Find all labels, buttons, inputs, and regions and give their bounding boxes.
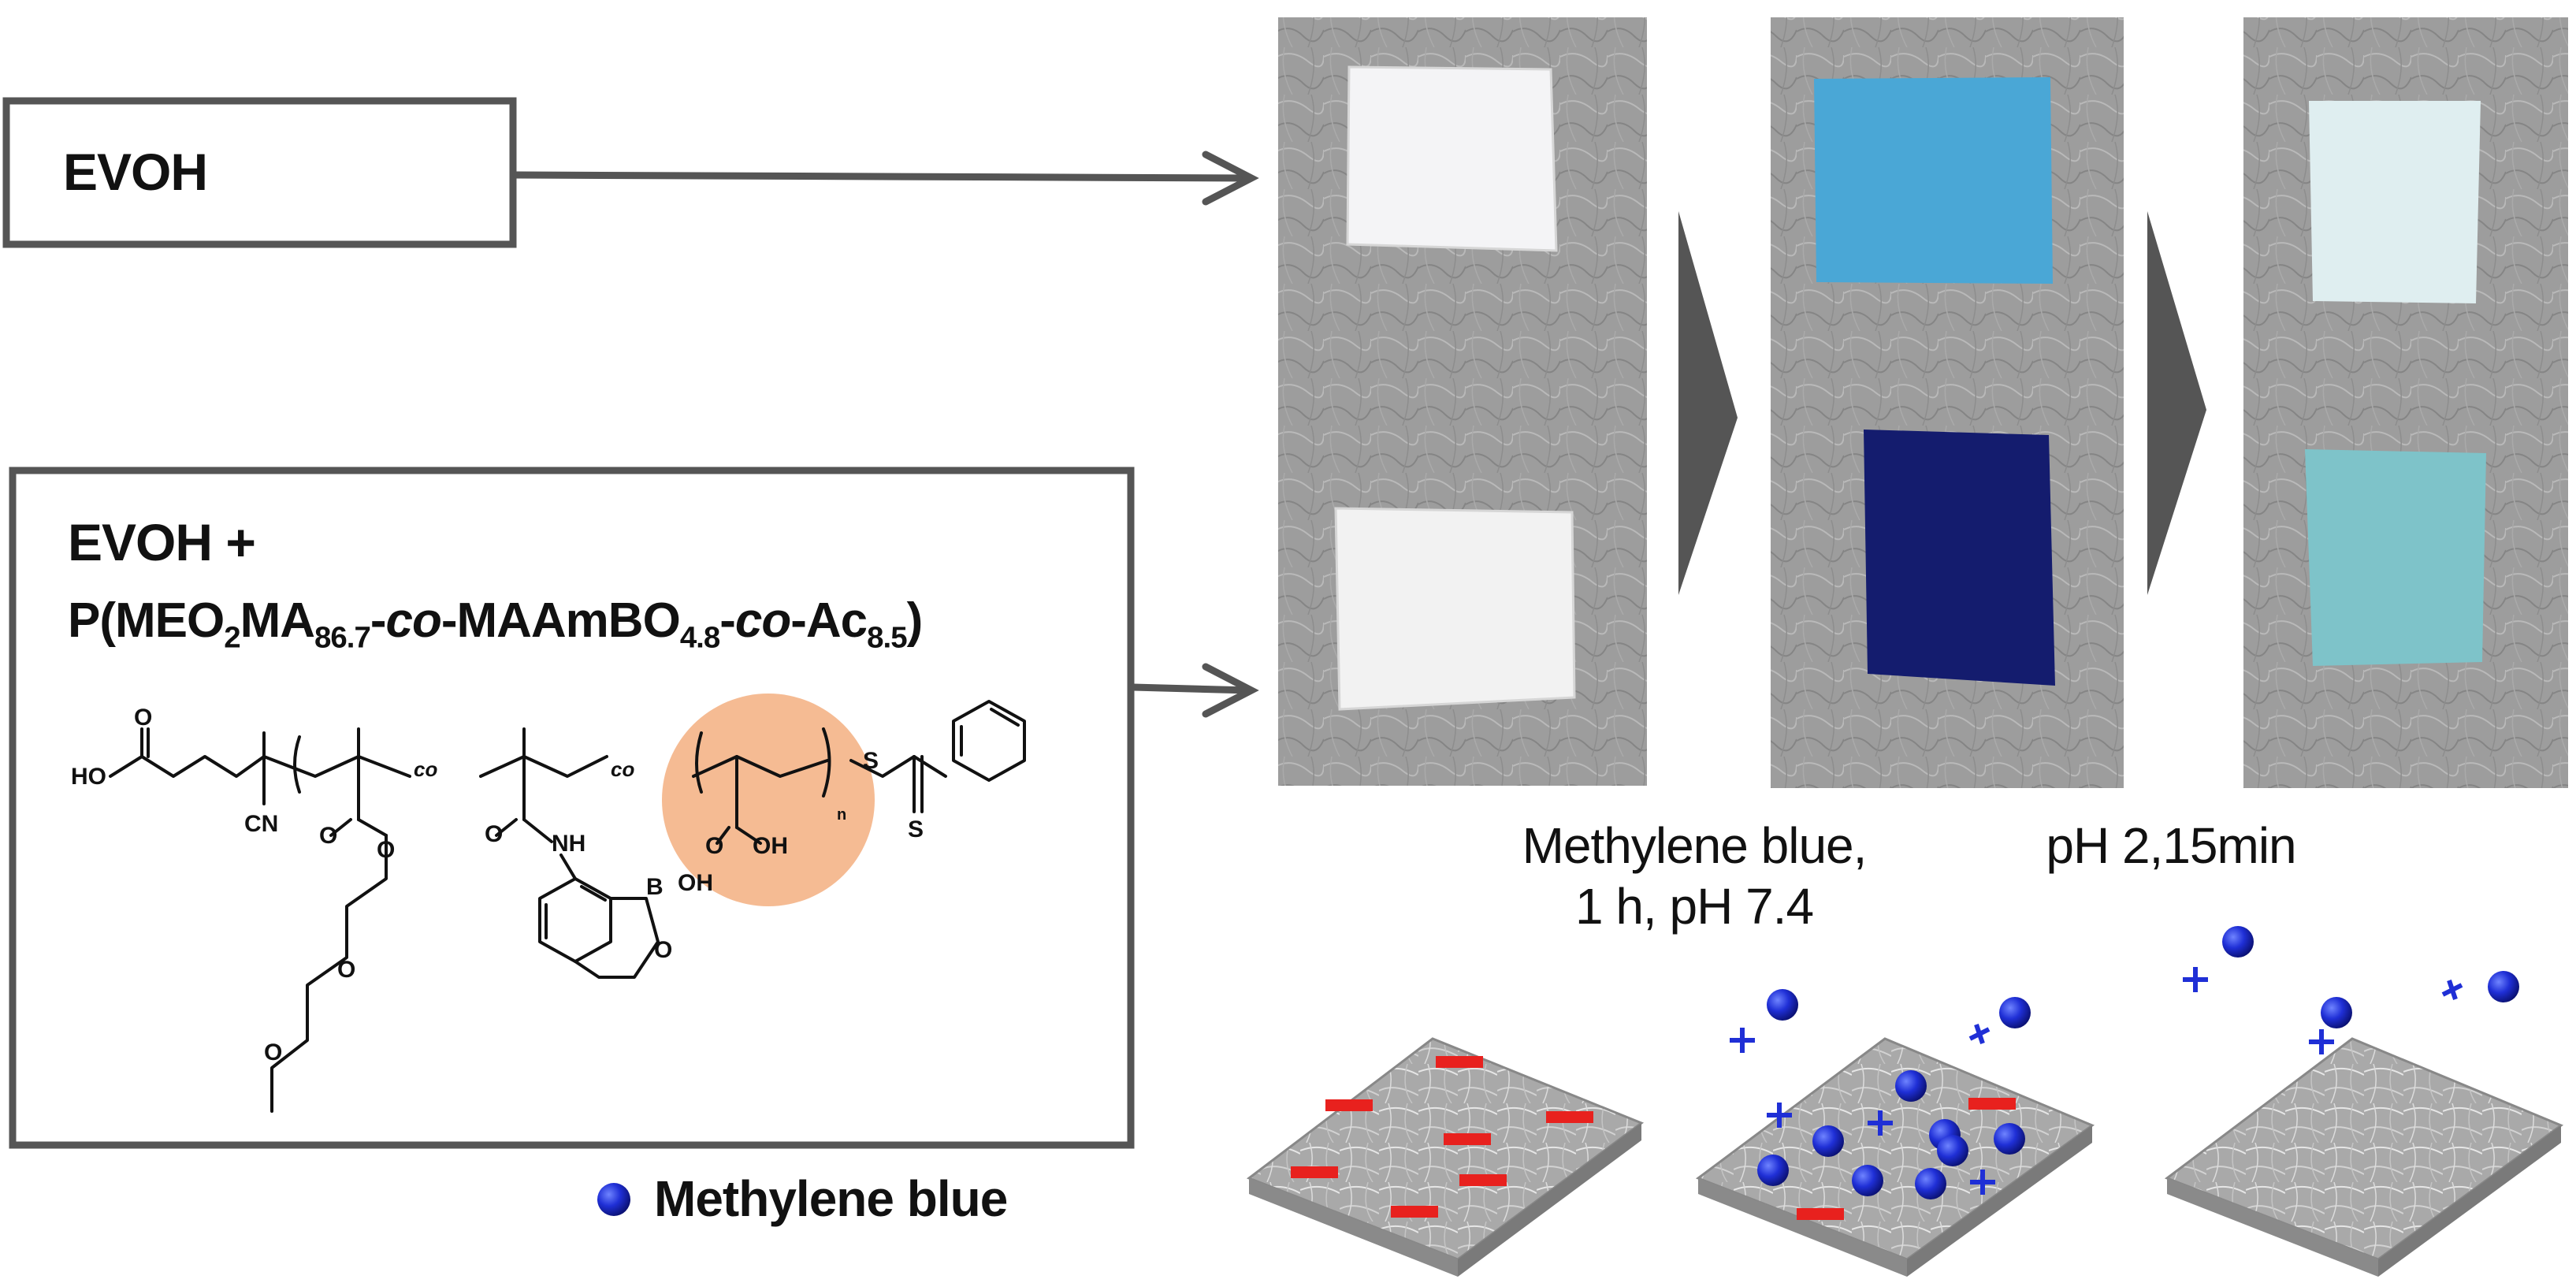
positive-charge	[1868, 1110, 1893, 1136]
atom-label: O	[654, 937, 672, 963]
film-evoh-initial	[1346, 65, 1558, 252]
negative-charge	[1391, 1206, 1438, 1218]
positive-charge	[1968, 1024, 1991, 1044]
film-blend-stained	[1864, 430, 2055, 686]
atom-label: co	[414, 757, 437, 781]
evoh-label: EVOH	[63, 143, 208, 201]
blend-box	[9, 467, 1135, 1149]
photo-after-ph2	[2243, 17, 2568, 788]
arrow-blend-to-photo	[1129, 663, 1259, 718]
negative-charge	[1325, 1099, 1373, 1111]
film-blend-initial	[1334, 507, 1576, 711]
substrate-initial	[1246, 1037, 1645, 1277]
photo-after-methylene-blue	[1771, 17, 2124, 788]
positive-charge	[2309, 1029, 2334, 1054]
step-arrow-1	[1678, 211, 1738, 595]
negative-charge	[1436, 1056, 1483, 1068]
atom-label: NH	[552, 831, 585, 857]
caption-step1-line1: Methylene blue,	[1522, 817, 1868, 874]
film-evoh-stained	[1814, 77, 2053, 284]
methylene-blue-molecule	[1852, 1165, 1883, 1196]
atom-label: HO	[71, 764, 106, 790]
caption-step1: Methylene blue, 1 h, pH 7.4	[1466, 816, 1923, 937]
positive-charge	[2441, 980, 2463, 1000]
methylene-blue-molecule	[1915, 1168, 1946, 1199]
methylene-blue-molecule	[1812, 1125, 1844, 1157]
atom-label: B	[646, 874, 664, 900]
substrate-loaded	[1695, 989, 2095, 1277]
atom-label: O	[319, 823, 337, 849]
negative-charge	[1797, 1208, 1844, 1220]
atom-label: O	[485, 821, 503, 847]
methylene-blue-molecule	[2488, 971, 2519, 1002]
caption-step2: pH 2,15min	[2046, 817, 2296, 874]
atom-label: O	[337, 957, 355, 983]
atom-label: co	[611, 757, 634, 781]
atom-label: OH	[753, 833, 788, 859]
methylene-blue-molecule	[1895, 1070, 1927, 1102]
positive-charge	[1767, 1103, 1792, 1128]
negative-charge	[1459, 1174, 1507, 1186]
negative-charge	[1291, 1166, 1338, 1178]
atom-label: S	[908, 816, 924, 842]
caption-step1-line2: 1 h, pH 7.4	[1574, 877, 1814, 935]
film-blend-released	[2305, 449, 2486, 666]
methylene-blue-molecule	[2222, 926, 2254, 958]
legend-dot-icon	[597, 1183, 630, 1216]
atom-label: CN	[244, 811, 278, 837]
negative-charge	[1444, 1133, 1491, 1145]
arrow-evoh-to-photo	[512, 151, 1259, 206]
positive-charge	[1970, 1170, 1995, 1195]
substrate-released	[2164, 926, 2564, 1277]
methylene-blue-molecule	[1757, 1155, 1789, 1186]
negative-charge	[1968, 1098, 2016, 1110]
atom-label: OH	[678, 870, 713, 896]
positive-charge	[2183, 967, 2208, 992]
methylene-blue-molecule	[1767, 989, 1798, 1021]
blend-label-line1: EVOH +	[68, 513, 256, 571]
methylene-blue-molecule	[1994, 1123, 2025, 1155]
atom-label: O	[377, 837, 395, 863]
atom-label: O	[134, 705, 152, 731]
legend-label: Methylene blue	[654, 1170, 1008, 1227]
polymer-formula: P(MEO2MA86.7-co-MAAmBO4.8-co-Ac8.5)	[68, 593, 923, 655]
evoh-box	[2, 97, 517, 248]
atom-label: S	[863, 748, 879, 774]
atom-label: O	[705, 833, 723, 859]
film-evoh-released	[2309, 101, 2481, 303]
photo-initial	[1278, 17, 1647, 786]
negative-charge	[1546, 1111, 1593, 1123]
methylene-blue-molecule	[2321, 997, 2352, 1028]
methylene-blue-molecule	[1999, 997, 2031, 1028]
carboxyl-highlight	[662, 694, 875, 906]
methylene-blue-molecule	[1937, 1135, 1968, 1166]
polymer-structure: HO O CN O O O O co co O NH B OH O O OH n…	[71, 694, 1026, 1113]
step-arrow-2	[2147, 211, 2206, 595]
atom-label: n	[837, 806, 846, 824]
positive-charge	[1730, 1028, 1755, 1053]
atom-label: O	[264, 1039, 282, 1065]
